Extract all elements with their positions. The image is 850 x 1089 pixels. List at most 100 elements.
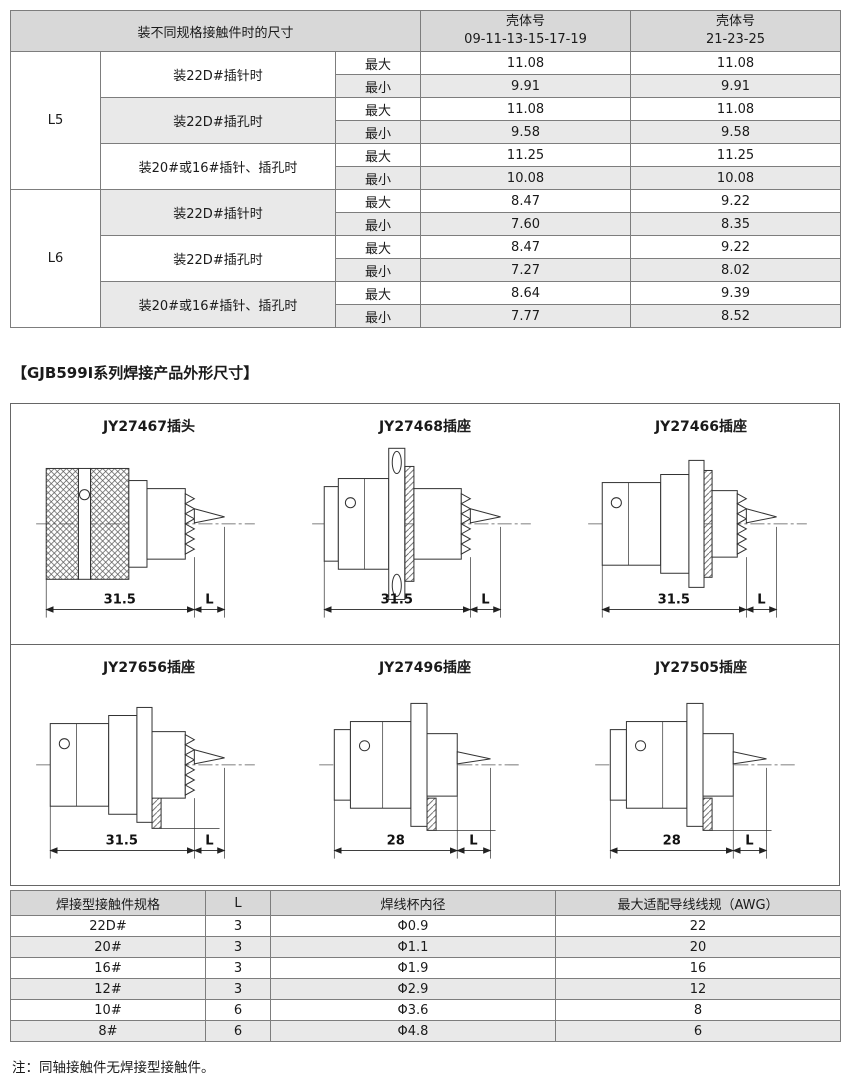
- minmax-label: 最大: [334, 189, 422, 213]
- drawings-row-1: JY27467插头 31.5 L: [11, 404, 839, 644]
- table-row: 最小 7.77 8.52: [11, 304, 842, 328]
- awg-value: 22: [555, 915, 841, 937]
- value-cell: 9.58: [420, 120, 632, 144]
- table-row: 8# 6 Φ4.8 6: [10, 1020, 841, 1042]
- footnote: 注：同轴接触件无焊接型接触件。: [12, 1060, 215, 1076]
- value-cell: 9.22: [630, 189, 842, 213]
- contact-spec: 16#: [10, 957, 206, 979]
- table-row: L5 装22D#插针时 最大 11.08 11.08: [10, 51, 842, 190]
- table-row: 装22D#插孔时 最大 11.08 11.08: [11, 97, 842, 144]
- dimension-label: 31.5: [658, 592, 690, 607]
- minmax-label: 最小: [334, 212, 422, 236]
- contact-spec: 10#: [10, 999, 206, 1021]
- dimension-label: 28: [387, 833, 405, 848]
- dimension-label: L: [757, 592, 765, 607]
- shell-sizes: 09-11-13-15-17-19: [464, 32, 587, 47]
- drawing-jy27656: JY27656插座: [11, 645, 287, 885]
- value-cell: 8.35: [630, 212, 842, 236]
- drawing-title: JY27505插座: [654, 660, 748, 676]
- outline-drawings-panel: JY27467插头 31.5 L: [10, 403, 840, 886]
- value-cell: 7.60: [420, 212, 632, 236]
- value-cell: 11.08: [420, 51, 632, 75]
- value-cell: 8.02: [630, 258, 842, 282]
- minmax-label: 最小: [334, 258, 422, 282]
- l-value: 3: [205, 978, 271, 1000]
- contact-spec: 12#: [10, 978, 206, 1000]
- config-label: 装20#或16#插针、插孔时: [100, 143, 336, 190]
- dimension-label: 31.5: [381, 592, 413, 607]
- solder-contact-table: 焊接型接触件规格 L 焊线杯内径 最大适配导线线规（AWG） 22D# 3 Φ0…: [10, 890, 841, 1042]
- config-label: 装22D#插孔时: [100, 97, 336, 144]
- drawing-jy27505: JY27505插座 28: [563, 645, 839, 885]
- drawing-title: JY27496插座: [378, 660, 472, 676]
- cup-diameter: Φ1.9: [270, 957, 556, 979]
- minmax-label: 最大: [334, 97, 422, 121]
- table-row: 20# 3 Φ1.1 20: [10, 936, 841, 958]
- shell-label: 壳体号: [716, 14, 756, 29]
- value-cell: 11.25: [630, 143, 842, 167]
- value-cell: 11.08: [630, 97, 842, 121]
- minmax-label: 最大: [334, 281, 422, 305]
- cup-diameter: Φ4.8: [270, 1020, 556, 1042]
- dimension-label: L: [745, 833, 753, 848]
- table-row: 22D# 3 Φ0.9 22: [10, 915, 841, 937]
- drawing-jy27496: JY27496插座 28: [287, 645, 563, 885]
- value-cell: 8.47: [420, 189, 632, 213]
- dimension-label: 28: [663, 833, 681, 848]
- table-header-row: 焊接型接触件规格 L 焊线杯内径 最大适配导线线规（AWG）: [10, 890, 841, 916]
- header-dimension-title: 装不同规格接触件时的尺寸: [9, 10, 422, 52]
- connector-socket-drawing: 28 L: [319, 702, 521, 859]
- value-cell: 9.58: [630, 120, 842, 144]
- value-cell: 8.64: [420, 281, 632, 305]
- header-contact-spec: 焊接型接触件规格: [10, 890, 206, 916]
- shell-label: 壳体号: [506, 14, 546, 29]
- value-cell: 11.25: [420, 143, 632, 167]
- table-row: 最小 10.08 10.08: [11, 166, 842, 190]
- minmax-label: 最小: [334, 120, 422, 144]
- value-cell: 10.08: [420, 166, 632, 190]
- value-cell: 8.47: [420, 235, 632, 259]
- l-value: 6: [205, 999, 271, 1021]
- drawing-title: JY27468插座: [378, 419, 472, 435]
- dimension-label: L: [481, 592, 489, 607]
- contact-dimension-table: 装不同规格接触件时的尺寸 壳体号 09-11-13-15-17-19 壳体号 2…: [9, 10, 842, 328]
- dimension-label: 31.5: [106, 833, 138, 848]
- connector-socket-drawing: 28 L: [595, 702, 797, 859]
- minmax-label: 最小: [334, 74, 422, 98]
- drawing-jy27467: JY27467插头 31.5 L: [11, 404, 287, 644]
- l-value: 3: [205, 957, 271, 979]
- table-row: 16# 3 Φ1.9 16: [10, 957, 841, 979]
- table-row: 10# 6 Φ3.6 8: [10, 999, 841, 1021]
- header-awg: 最大适配导线线规（AWG）: [555, 890, 841, 916]
- header-l: L: [205, 890, 271, 916]
- value-cell: 9.22: [630, 235, 842, 259]
- table-row: 最小 7.60 8.35: [11, 212, 842, 236]
- drawing-jy27466: JY27466插座 31.5: [563, 404, 839, 644]
- l-value: 3: [205, 936, 271, 958]
- config-label: 装22D#插针时: [100, 51, 336, 98]
- dimension-label: L: [469, 833, 477, 848]
- l-value: 3: [205, 915, 271, 937]
- table-row: 12# 3 Φ2.9 12: [10, 978, 841, 1000]
- drawing-jy27468: JY27468插座: [287, 404, 563, 644]
- value-cell: 11.08: [420, 97, 632, 121]
- minmax-label: 最大: [334, 51, 422, 75]
- drawings-row-2: JY27656插座: [11, 644, 839, 885]
- config-label: 装22D#插孔时: [100, 235, 336, 282]
- contact-spec: 20#: [10, 936, 206, 958]
- awg-value: 6: [555, 1020, 841, 1042]
- connector-socket-drawing: 31.5 L: [588, 459, 807, 618]
- dimension-label: 31.5: [104, 592, 136, 607]
- table-row: 装20#或16#插针、插孔时 最大 8.64 9.39: [11, 281, 842, 328]
- header-shell-group-1: 壳体号 09-11-13-15-17-19: [420, 10, 632, 52]
- dimension-label: L: [205, 592, 213, 607]
- connector-socket-drawing: 31.5 L: [36, 706, 255, 859]
- table-header-row: 装不同规格接触件时的尺寸 壳体号 09-11-13-15-17-19 壳体号 2…: [9, 10, 842, 52]
- contact-spec: 22D#: [10, 915, 206, 937]
- value-cell: 8.52: [630, 304, 842, 328]
- awg-value: 8: [555, 999, 841, 1021]
- awg-value: 16: [555, 957, 841, 979]
- value-cell: 9.91: [630, 74, 842, 98]
- series-label: L5: [10, 51, 101, 190]
